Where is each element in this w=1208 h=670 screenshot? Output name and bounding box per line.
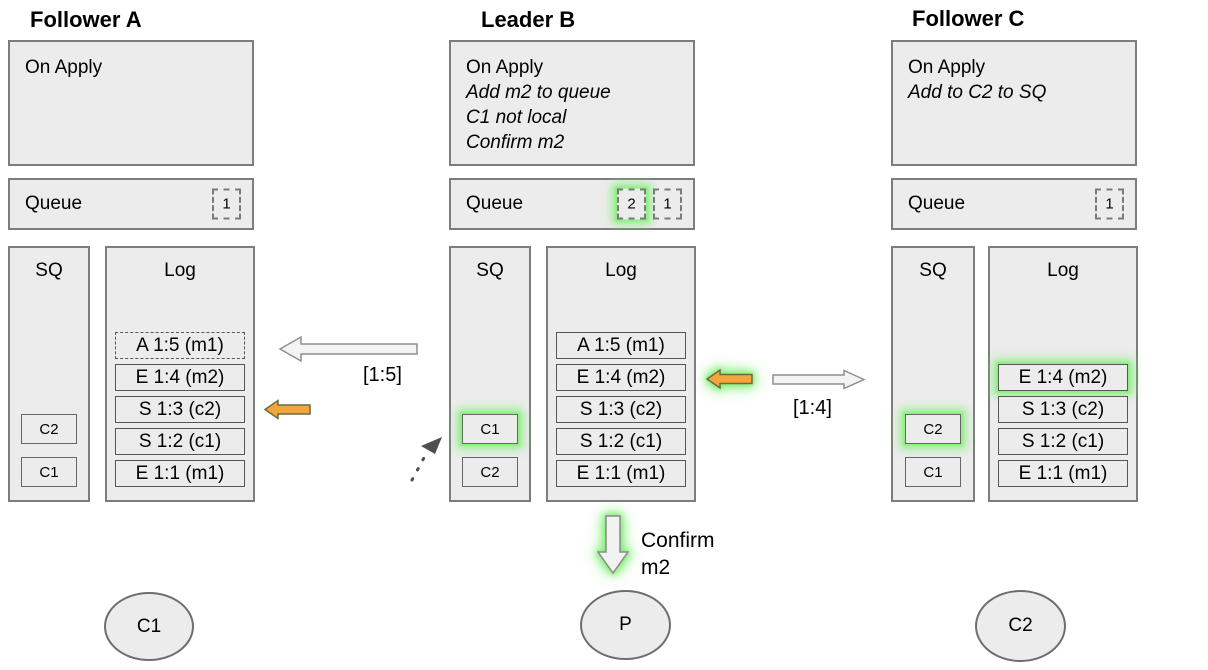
node-c-queue-box: Queue 1 bbox=[891, 178, 1137, 230]
sq-item: C2 bbox=[21, 414, 77, 444]
on-apply-note: Confirm m2 bbox=[466, 132, 565, 153]
client-c2-ellipse: C2 bbox=[975, 590, 1066, 662]
proposer-p-ellipse: P bbox=[580, 590, 671, 660]
queue-item: 1 bbox=[212, 188, 241, 220]
queue-label: Queue bbox=[25, 193, 83, 214]
enqueue-dotted-arrow-icon bbox=[410, 437, 442, 482]
log-entry: E 1:1 (m1) bbox=[115, 460, 245, 487]
log-label: Log bbox=[164, 260, 196, 281]
sq-item: C1 bbox=[905, 457, 961, 487]
queue-item-highlighted: 2 bbox=[617, 188, 646, 220]
apply-pointer-a-arrow-icon bbox=[264, 399, 311, 420]
node-a-title: Follower A bbox=[30, 7, 142, 32]
log-entry-highlighted: E 1:4 (m2) bbox=[998, 364, 1128, 391]
queue-label: Queue bbox=[466, 193, 524, 214]
sq-item-highlighted: C2 bbox=[905, 414, 961, 444]
node-a-queue-box: Queue 1 bbox=[8, 178, 254, 230]
confirm-label: Confirm m2 bbox=[641, 529, 715, 579]
node-c-sq-box: SQ C2 C1 bbox=[891, 246, 975, 502]
replicate-to-c-range-label: [1:4] bbox=[793, 397, 832, 419]
confirm-arrow-icon bbox=[597, 515, 629, 575]
queue-item: 1 bbox=[653, 188, 682, 220]
log-label: Log bbox=[1047, 260, 1079, 281]
queue-label: Queue bbox=[908, 193, 966, 214]
queue-items: 1 bbox=[1095, 188, 1124, 220]
node-a-log-box: Log A 1:5 (m1) E 1:4 (m2) S 1:3 (c2) S 1… bbox=[105, 246, 255, 502]
sq-label: SQ bbox=[919, 260, 947, 281]
log-label: Log bbox=[605, 260, 637, 281]
node-b-on-apply-box: On Apply Add m2 to queue C1 not local Co… bbox=[449, 40, 695, 166]
on-apply-note: C1 not local bbox=[466, 107, 567, 128]
replicate-to-c-arrow-icon bbox=[772, 369, 866, 390]
on-apply-note: Add to C2 to SQ bbox=[908, 82, 1047, 103]
node-a-on-apply-box: On Apply bbox=[8, 40, 254, 166]
client-c1-ellipse: C1 bbox=[104, 592, 194, 661]
node-c-log-box: Log E 1:4 (m2) S 1:3 (c2) S 1:2 (c1) E 1… bbox=[988, 246, 1138, 502]
queue-items: 2 1 bbox=[617, 188, 682, 220]
replicate-to-a-range-label: [1:5] bbox=[363, 364, 402, 386]
queue-item: 1 bbox=[1095, 188, 1124, 220]
on-apply-note: Add m2 to queue bbox=[466, 82, 611, 103]
log-entry: E 1:4 (m2) bbox=[556, 364, 686, 391]
log-entry: S 1:3 (c2) bbox=[998, 396, 1128, 423]
replicate-to-a-arrow-icon bbox=[278, 335, 418, 363]
sq-item-highlighted: C1 bbox=[462, 414, 518, 444]
queue-items: 1 bbox=[212, 188, 241, 220]
node-c-on-apply-box: On Apply Add to C2 to SQ bbox=[891, 40, 1137, 166]
log-entry: E 1:4 (m2) bbox=[115, 364, 245, 391]
node-b-queue-box: Queue 2 1 bbox=[449, 178, 695, 230]
log-entry: E 1:1 (m1) bbox=[556, 460, 686, 487]
log-entry: S 1:2 (c1) bbox=[115, 428, 245, 455]
on-apply-label: On Apply bbox=[25, 57, 103, 78]
sq-item: C1 bbox=[21, 457, 77, 487]
log-entry: E 1:1 (m1) bbox=[998, 460, 1128, 487]
sq-label: SQ bbox=[35, 260, 63, 281]
node-b-title: Leader B bbox=[481, 7, 576, 32]
log-entry: S 1:3 (c2) bbox=[115, 396, 245, 423]
on-apply-label: On Apply bbox=[908, 57, 986, 78]
on-apply-label: On Apply bbox=[466, 57, 544, 78]
log-entry: S 1:2 (c1) bbox=[998, 428, 1128, 455]
log-entry: S 1:2 (c1) bbox=[556, 428, 686, 455]
apply-pointer-b-arrow-icon bbox=[706, 368, 753, 390]
node-b-sq-box: SQ C1 C2 bbox=[449, 246, 531, 502]
node-a-sq-box: SQ C2 C1 bbox=[8, 246, 90, 502]
node-b-log-box: Log A 1:5 (m1) E 1:4 (m2) S 1:3 (c2) S 1… bbox=[546, 246, 696, 502]
log-entry: S 1:3 (c2) bbox=[556, 396, 686, 423]
node-c-title: Follower C bbox=[912, 6, 1025, 31]
log-entry: A 1:5 (m1) bbox=[556, 332, 686, 359]
sq-item: C2 bbox=[462, 457, 518, 487]
log-entry: A 1:5 (m1) bbox=[115, 332, 245, 359]
sq-label: SQ bbox=[476, 260, 504, 281]
